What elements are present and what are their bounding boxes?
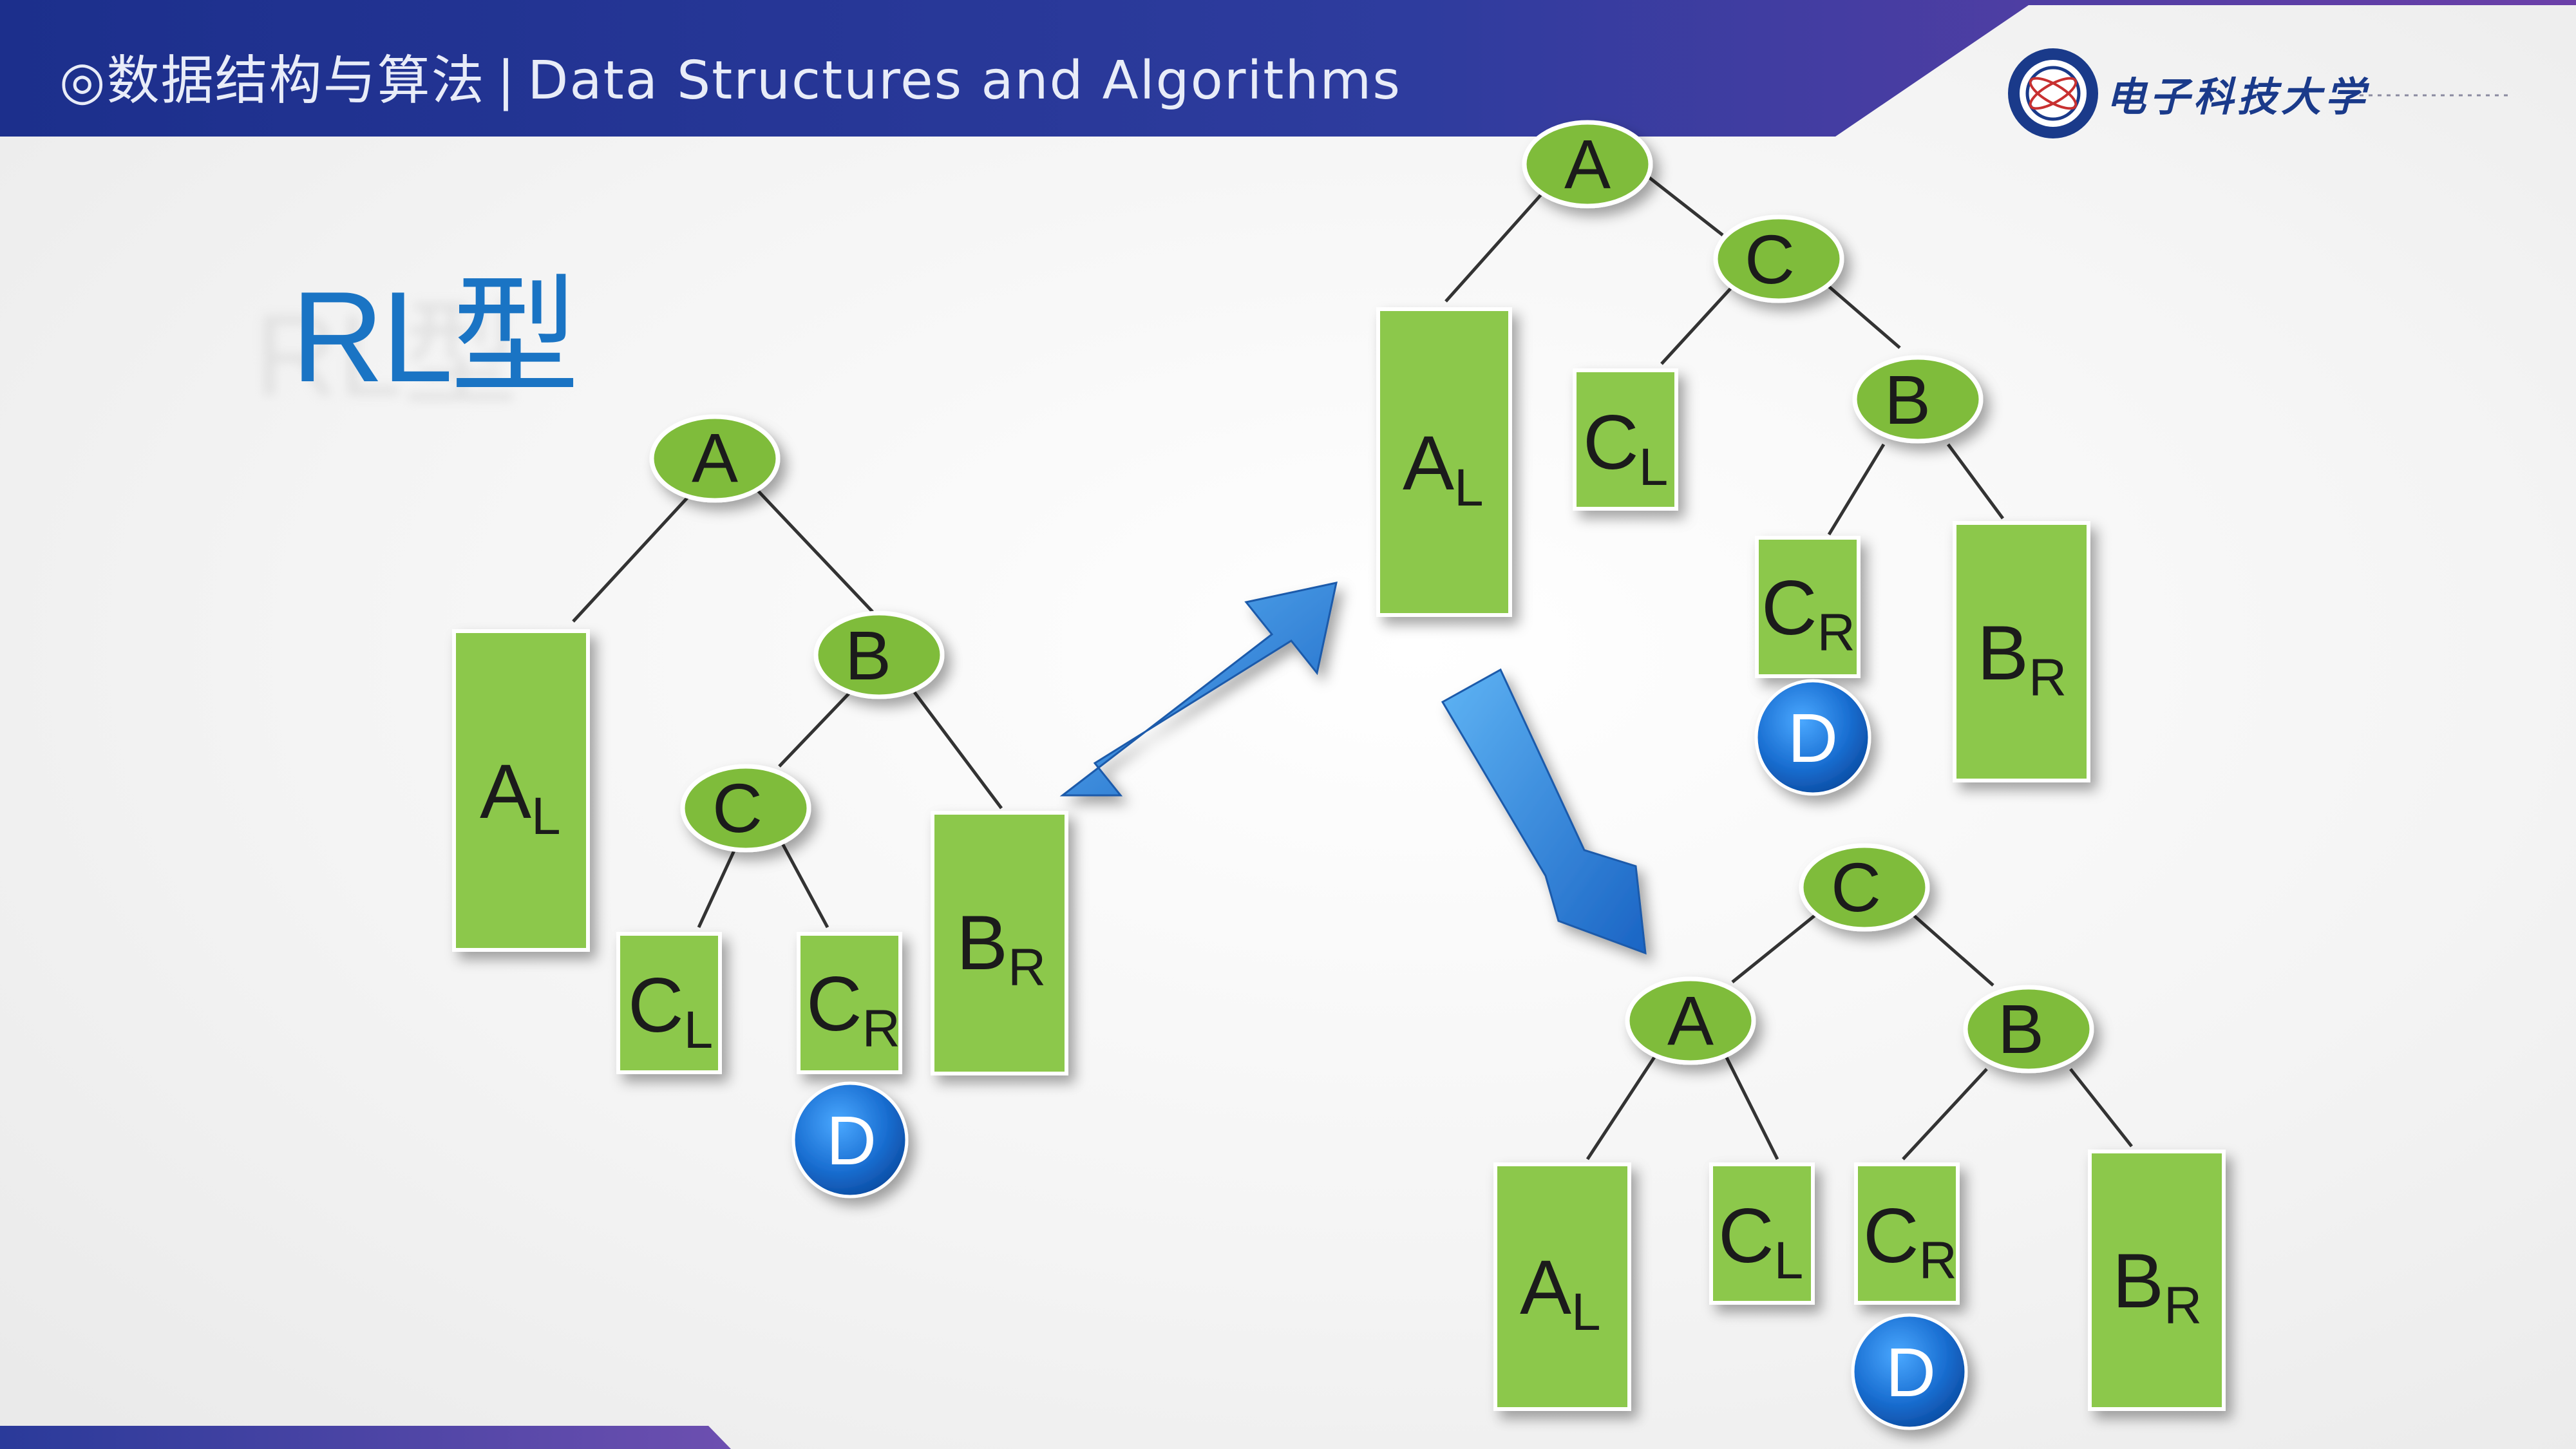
label-A: A <box>692 419 738 497</box>
subtree-BR <box>931 811 1068 1075</box>
label-D: D <box>826 1101 876 1179</box>
tree-nodes <box>649 120 2094 1074</box>
edge <box>1828 285 1901 349</box>
header-circle-icon: ◎ <box>59 50 107 111</box>
node-D <box>791 1081 909 1198</box>
node-C <box>1799 843 1930 932</box>
label-A: A <box>1667 981 1714 1059</box>
label-CR: CR <box>1863 1193 1957 1290</box>
edge <box>755 488 874 613</box>
node-C <box>680 764 811 853</box>
node-B <box>1963 985 2094 1074</box>
tree-after-right-rotation <box>1444 176 2005 536</box>
edge <box>697 842 739 929</box>
header-course-title: ◎数据结构与算法|Data Structures and Algorithms <box>59 37 1401 114</box>
label-D: D <box>1788 699 1838 777</box>
edge <box>1724 1055 1779 1160</box>
d-letters: D D D <box>826 699 1936 1411</box>
tree-original <box>572 488 1003 929</box>
label-B: B <box>845 616 891 694</box>
transform-arrows <box>1059 582 1647 955</box>
subtree-BR <box>1953 521 2090 782</box>
label-BR: BR <box>956 900 1046 997</box>
university-name: 电子科技大学 <box>2106 73 2369 120</box>
label-CL: CL <box>1718 1193 1803 1290</box>
label-BR: BR <box>1977 610 2067 707</box>
edge <box>1946 443 2005 520</box>
edge <box>1731 913 1817 983</box>
label-CL: CL <box>628 962 713 1059</box>
node-C <box>1713 214 1844 303</box>
label-C: C <box>1745 220 1795 298</box>
node-A <box>1625 976 1756 1065</box>
subtree-rects <box>452 307 2226 1411</box>
node-D <box>1851 1313 1968 1430</box>
title-shadow: RL型 <box>254 291 519 421</box>
edge <box>1911 913 1994 987</box>
edge <box>1827 443 1886 536</box>
node-A <box>649 414 781 503</box>
label-D: D <box>1886 1333 1936 1411</box>
label-CR: CR <box>806 961 900 1058</box>
tree-after-left-rotation <box>1586 913 2133 1160</box>
node-B <box>813 611 945 699</box>
node-letters: A B C A C B C A B <box>692 125 2044 1068</box>
arrow-down-right-icon <box>1441 668 1647 955</box>
label-A: A <box>1564 125 1611 203</box>
subtree-CL <box>1573 368 1678 511</box>
header-divider: | <box>497 50 516 111</box>
subtree-BR <box>2088 1150 2226 1411</box>
label-C: C <box>1831 848 1881 926</box>
node-B <box>1852 355 1984 444</box>
subtree-CR <box>1755 536 1861 678</box>
subtree-AL <box>452 629 590 952</box>
label-C: C <box>712 769 762 847</box>
edge <box>1586 1055 1657 1160</box>
subtree-labels: AL CL CR BR AL CL CR BR AL CL CR BR <box>480 399 2202 1341</box>
edge <box>913 691 1003 810</box>
edge <box>1902 1068 1988 1160</box>
node-A <box>1522 120 1653 209</box>
subtree-AL <box>1493 1162 1631 1411</box>
arrow-up-right-icon <box>1059 582 1338 797</box>
subtree-CL <box>1709 1162 1815 1305</box>
subtree-CR <box>1854 1162 1960 1305</box>
subtree-CR <box>797 932 902 1074</box>
university-seal-icon <box>2008 48 2098 138</box>
edge <box>572 495 690 623</box>
label-CL: CL <box>1583 399 1668 497</box>
header-course-en: Data Structures and Algorithms <box>527 50 1401 111</box>
label-AL: AL <box>1520 1244 1601 1341</box>
label-AL: AL <box>1403 420 1484 517</box>
header-course-cn: 数据结构与算法 <box>106 50 486 111</box>
footer-band <box>0 1426 731 1449</box>
edge <box>1647 176 1724 236</box>
label-BR: BR <box>2112 1238 2202 1335</box>
label-B: B <box>1998 990 2044 1068</box>
slide-title: RL型 <box>291 265 580 409</box>
subtree-AL <box>1376 307 1512 617</box>
edge <box>2069 1068 2133 1148</box>
edge <box>1660 285 1734 365</box>
edge <box>1444 192 1544 303</box>
label-AL: AL <box>480 748 561 846</box>
label-B: B <box>1884 361 1931 439</box>
node-D <box>1754 679 1871 796</box>
header-band <box>0 0 2576 137</box>
edge <box>778 691 851 768</box>
subtree-CL <box>616 932 722 1074</box>
label-CR: CR <box>1761 565 1855 662</box>
inserted-nodes <box>791 679 1968 1430</box>
edge <box>781 842 829 929</box>
